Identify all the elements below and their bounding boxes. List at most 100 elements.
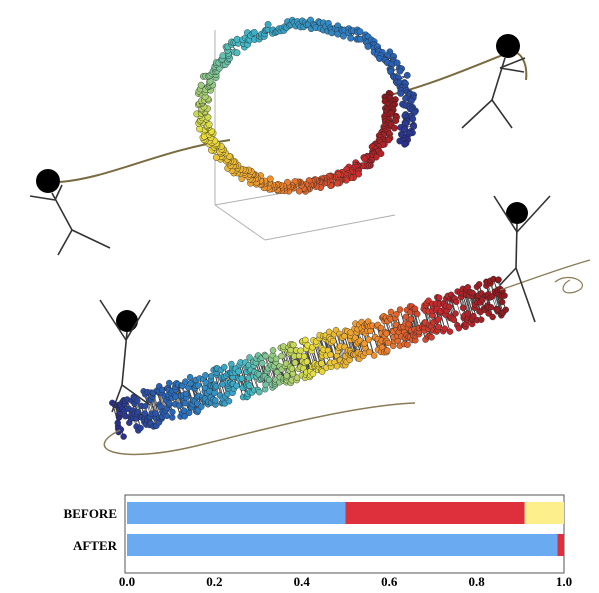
mesh-node [446, 303, 453, 311]
mesh-node [407, 316, 415, 323]
mesh-node [436, 294, 443, 301]
mesh-node [202, 379, 209, 386]
mesh-node [487, 304, 495, 311]
x-tick-label-4: 0.8 [468, 574, 485, 589]
mesh-node [212, 383, 220, 390]
mesh-node [259, 360, 266, 367]
mesh-node [364, 43, 372, 50]
bar-segment-before-1 [345, 502, 525, 524]
mesh-node [295, 187, 303, 195]
mesh-node [499, 298, 506, 306]
x-tick-label-1: 0.2 [206, 574, 222, 589]
x-tick-label-5: 1.0 [556, 574, 572, 589]
mesh-node [114, 419, 121, 427]
mesh-node [303, 358, 311, 365]
mesh-node [409, 115, 417, 123]
mesh-node [291, 359, 299, 366]
mesh-node [235, 368, 242, 375]
mesh-node [202, 372, 209, 379]
mesh-node [501, 292, 508, 299]
mesh-node [198, 403, 205, 410]
mesh-node [211, 389, 218, 397]
mesh-node [318, 368, 326, 375]
mesh-node [219, 381, 226, 388]
illustration [29, 16, 591, 456]
mesh-node [233, 35, 241, 43]
mesh-node [455, 325, 463, 332]
mesh-node [459, 304, 467, 311]
mesh-node [238, 375, 245, 382]
mesh-node [502, 306, 509, 313]
mesh-node [194, 382, 202, 389]
mesh-node [470, 312, 477, 320]
mesh-node [262, 381, 269, 388]
mesh-node [361, 155, 369, 163]
mesh-node [182, 390, 190, 398]
mesh-node [396, 67, 404, 75]
mesh-node [297, 347, 304, 354]
mesh-node [166, 379, 173, 387]
x-tick-label-2: 0.4 [294, 574, 311, 589]
mesh-node [377, 324, 385, 332]
mesh-node [450, 316, 458, 324]
mesh-node [393, 310, 400, 318]
mesh-node [329, 337, 337, 345]
mesh-node [166, 400, 173, 407]
mesh-node [256, 388, 263, 396]
mesh-node [246, 382, 253, 389]
mesh-node [169, 408, 176, 416]
mesh-edge [456, 301, 465, 326]
mesh-node [134, 408, 141, 416]
mesh-node [300, 353, 308, 360]
bar-segment-before-2 [524, 502, 564, 524]
mesh-node [396, 137, 404, 145]
mesh-node [453, 298, 460, 306]
bar-segment-after-0 [127, 534, 558, 556]
mesh-node [182, 378, 189, 385]
mesh-node [370, 352, 378, 359]
mesh-node [117, 426, 125, 433]
category-label-before: BEFORE [64, 506, 117, 521]
mesh-node [384, 347, 391, 354]
x-tick-label-3: 0.6 [381, 574, 398, 589]
category-label-after: AFTER [73, 538, 118, 553]
mesh-node [172, 393, 180, 400]
mesh-node [264, 21, 272, 28]
mesh-node [478, 316, 485, 323]
mesh-node [428, 334, 435, 341]
mesh-node [333, 363, 341, 370]
rope-top-left [59, 139, 231, 183]
mesh-node [384, 339, 392, 347]
mesh-node [365, 336, 372, 343]
mesh-node [120, 433, 127, 440]
mesh-node [272, 355, 280, 363]
mesh-node [137, 424, 144, 432]
mesh-node [233, 49, 241, 57]
mesh-node [401, 140, 409, 148]
mesh-node [278, 352, 285, 360]
mesh-node [446, 328, 454, 335]
mesh-node [302, 336, 309, 344]
mesh-node [366, 348, 373, 356]
mesh-node [196, 125, 203, 133]
mesh-node [435, 316, 442, 323]
mesh-node [175, 402, 183, 409]
mesh-node [152, 410, 159, 417]
mesh-node [246, 354, 253, 361]
stick-figure-left-bottom [99, 299, 151, 413]
mesh-node [340, 32, 347, 40]
mesh-node [309, 370, 317, 377]
mesh-node [283, 372, 290, 379]
mesh-node [250, 29, 258, 36]
stick-figure-left-top [29, 169, 111, 256]
mesh-node [495, 276, 502, 283]
bar-segment-before-0 [127, 502, 346, 524]
mesh-node [327, 351, 334, 358]
mesh-node [221, 363, 228, 371]
mesh-node [197, 81, 205, 89]
mesh-node [441, 325, 449, 332]
mesh-node [494, 306, 501, 313]
mesh-node [122, 412, 129, 420]
rope-bottom-right [499, 259, 591, 294]
